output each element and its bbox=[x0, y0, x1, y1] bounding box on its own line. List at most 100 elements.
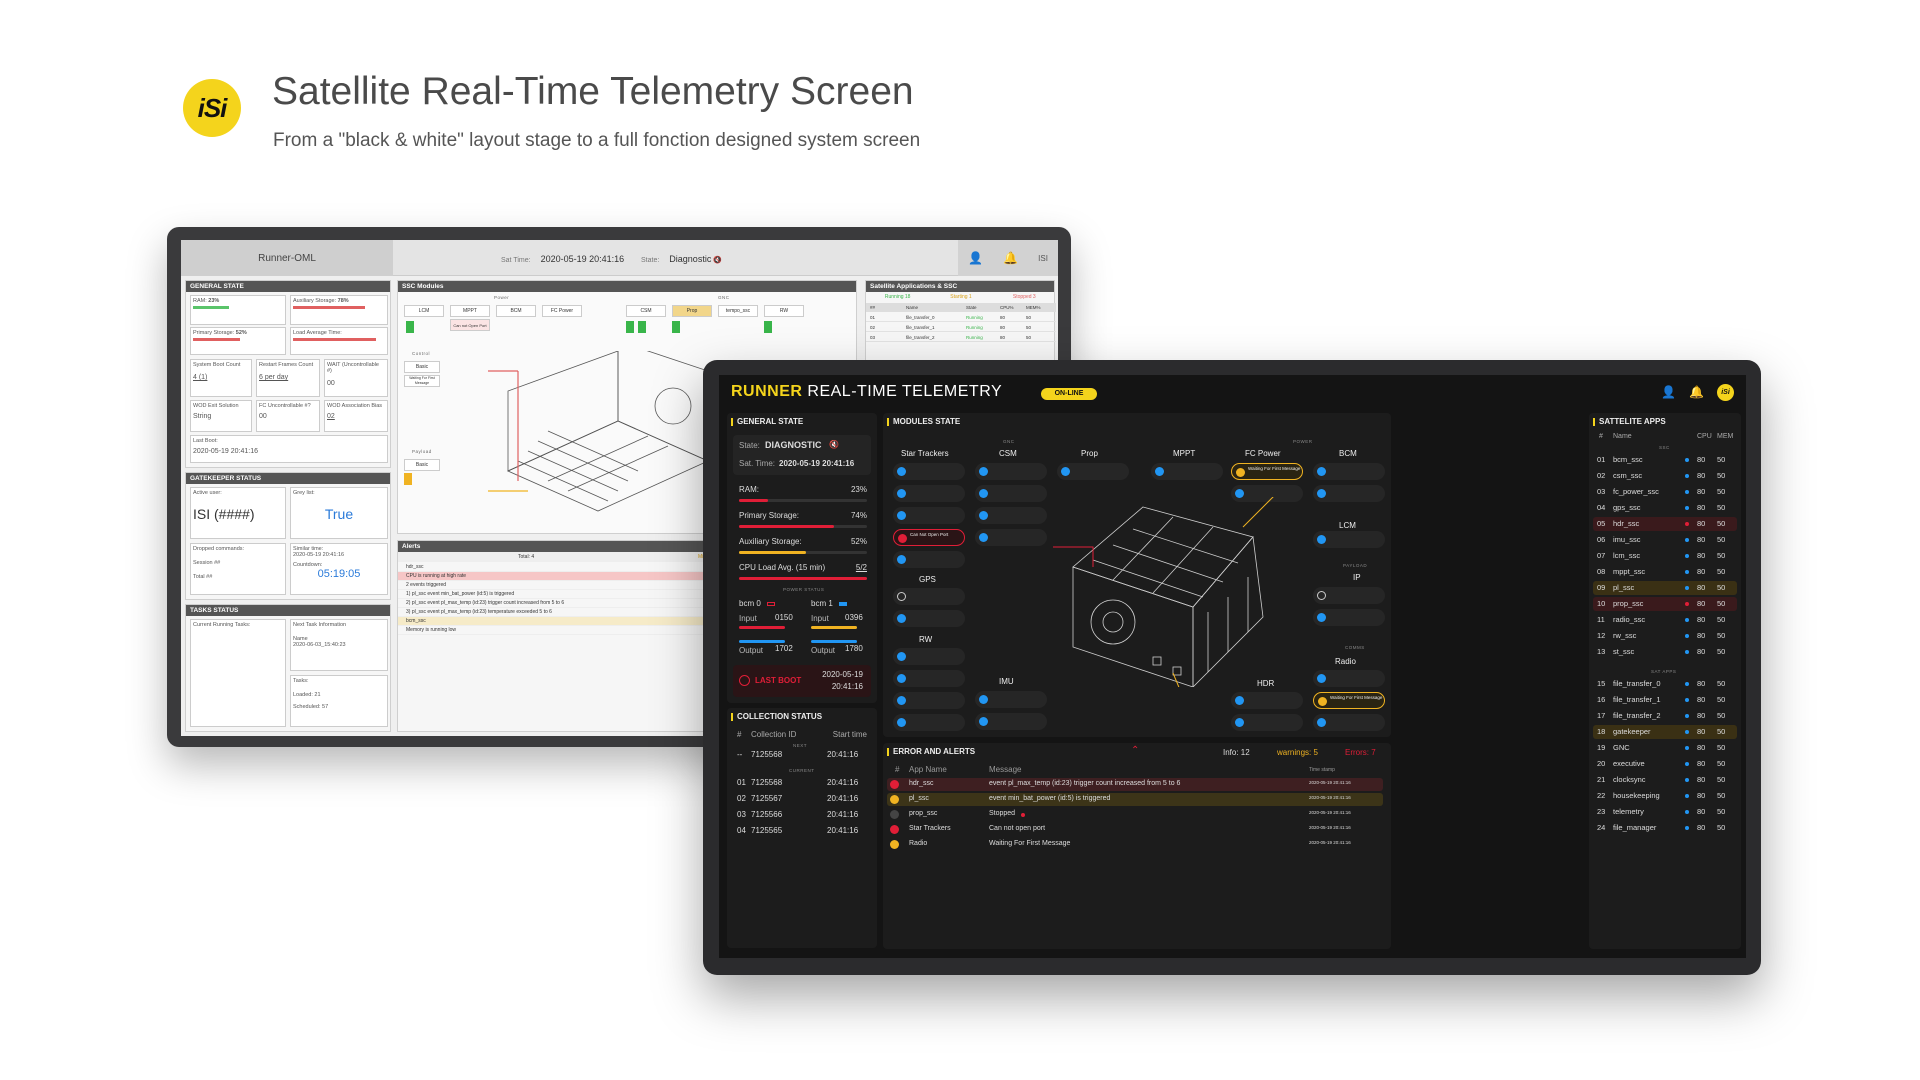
ip-node-off[interactable] bbox=[1313, 587, 1385, 604]
rw-node-2[interactable] bbox=[893, 670, 965, 687]
star-tracker-node-3[interactable] bbox=[893, 507, 965, 524]
light-basic-module[interactable]: Basic bbox=[404, 361, 440, 373]
rw-node-4[interactable] bbox=[893, 714, 965, 731]
ip-node-2[interactable] bbox=[1313, 609, 1385, 626]
light-module-bcm[interactable]: BCM bbox=[496, 305, 536, 317]
light-wod-assoc-value[interactable]: 02 bbox=[327, 413, 335, 420]
csm-node-1[interactable] bbox=[975, 463, 1047, 480]
cpu-load-value[interactable]: 5/2 bbox=[855, 563, 867, 572]
app-n: 11 bbox=[1597, 615, 1605, 624]
light-power-group: Power bbox=[494, 295, 510, 300]
info-icon bbox=[890, 810, 899, 819]
radio-node-waiting[interactable]: Waiting For First Message bbox=[1313, 692, 1385, 709]
bcm-node-2[interactable] bbox=[1313, 485, 1385, 502]
light-mute-icon[interactable]: 🔇 bbox=[713, 257, 722, 264]
user-icon[interactable]: 👤 bbox=[1661, 385, 1676, 399]
isi-avatar[interactable]: iSi bbox=[1717, 384, 1734, 401]
app-name: csm_ssc bbox=[1613, 471, 1643, 480]
bell-icon[interactable]: 🔔 bbox=[1689, 385, 1704, 399]
csm-node-2[interactable] bbox=[975, 485, 1047, 502]
light-module-mppt[interactable]: MPPT bbox=[450, 305, 490, 317]
light-module-csm[interactable]: CSM bbox=[626, 305, 666, 317]
bcm0-label: bcm 0 bbox=[739, 599, 761, 608]
light-module-prop[interactable]: Prop bbox=[672, 305, 712, 317]
mute-icon[interactable]: 🔇 bbox=[829, 440, 839, 449]
radio-node-3[interactable] bbox=[1313, 714, 1385, 731]
star-tracker-node-error[interactable]: Can Not Open Port bbox=[893, 529, 965, 546]
star-tracker-node-5[interactable] bbox=[893, 551, 965, 568]
imu-node-1[interactable] bbox=[975, 691, 1047, 708]
light-module-rw[interactable]: RW bbox=[764, 305, 804, 317]
light-basic-module-payload[interactable]: Basic bbox=[404, 459, 440, 471]
light-user-icon[interactable]: 👤 bbox=[968, 251, 983, 265]
mppt-node[interactable] bbox=[1151, 463, 1223, 480]
light-boot-count-value[interactable]: 4 (1) bbox=[193, 374, 208, 381]
lcm-node[interactable] bbox=[1313, 531, 1385, 548]
app-cpu: 80 bbox=[1697, 791, 1706, 800]
hdr-node-2[interactable] bbox=[1231, 714, 1303, 731]
app-status-dot-icon bbox=[1685, 618, 1689, 622]
imu-node-2[interactable] bbox=[975, 713, 1047, 730]
alert-msg: event min_bat_power (id:5) is triggered bbox=[989, 795, 1111, 802]
chevron-up-icon[interactable]: ⌃ bbox=[1131, 745, 1140, 756]
fc-power-node-2[interactable] bbox=[1231, 485, 1303, 502]
csm-node-4[interactable] bbox=[975, 529, 1047, 546]
light-isi-icon[interactable]: ISI bbox=[1038, 253, 1048, 263]
radio-node-1[interactable] bbox=[1313, 670, 1385, 687]
gps-node-2[interactable] bbox=[893, 610, 965, 627]
light-restart-value[interactable]: 6 per day bbox=[259, 374, 289, 381]
light-load-label: Load Average Time: bbox=[293, 330, 342, 336]
light-module-tempo[interactable]: tempo_ssc bbox=[718, 305, 758, 317]
light-module-fc-power[interactable]: FC Power bbox=[542, 305, 582, 317]
app-cpu: 80 bbox=[1697, 599, 1706, 608]
light-bell-icon[interactable]: 🔔 bbox=[1003, 251, 1019, 265]
star-tracker-node-1[interactable] bbox=[893, 463, 965, 480]
bcm-node-1[interactable] bbox=[1313, 463, 1385, 480]
fc-power-node-waiting[interactable]: Waiting For First Message bbox=[1231, 463, 1303, 480]
rw-node-1[interactable] bbox=[893, 648, 965, 665]
rw-node-3[interactable] bbox=[893, 692, 965, 709]
prop-node[interactable] bbox=[1057, 463, 1129, 480]
star-tracker-node-2[interactable] bbox=[893, 485, 965, 502]
light-module-lcm[interactable]: LCM bbox=[404, 305, 444, 317]
gps-node-off[interactable] bbox=[893, 588, 965, 605]
csm-node-3[interactable] bbox=[975, 507, 1047, 524]
hdr-node-1[interactable] bbox=[1231, 692, 1303, 709]
